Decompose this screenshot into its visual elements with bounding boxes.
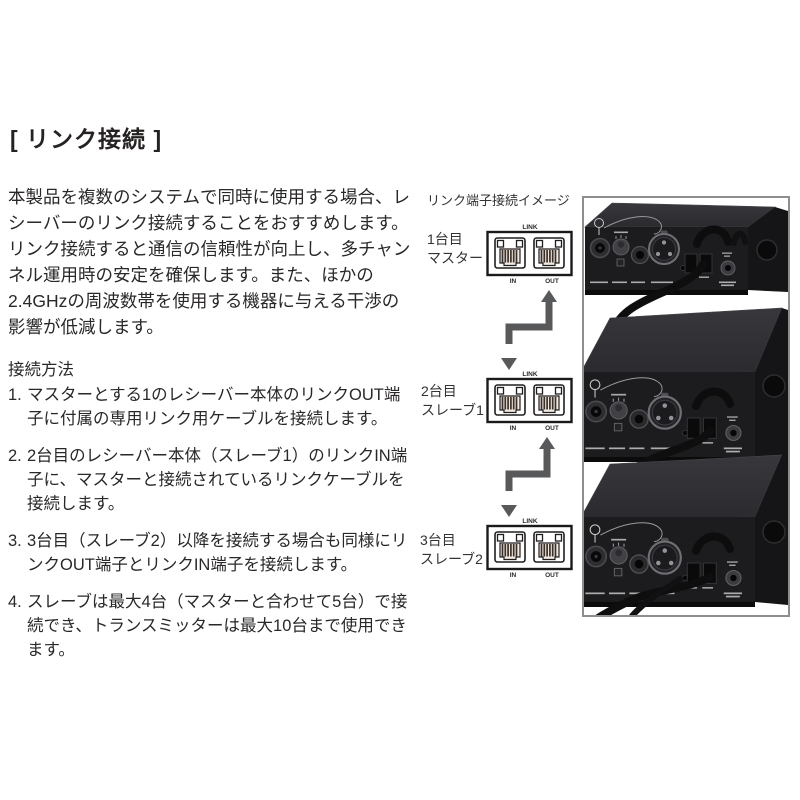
in-label: IN [510, 278, 517, 285]
out-label: OUT [545, 572, 559, 579]
step-text: マスターとする1のレシーバー本体のリンクOUT端子に付属の専用リンク用ケーブルを… [27, 386, 401, 428]
page-title: [ リンク接続 ] [10, 126, 163, 152]
link-cable-3 [595, 573, 714, 615]
in-label: IN [510, 572, 517, 579]
diagram-caption: リンク端子接続イメージ [427, 193, 570, 208]
link-label: LINK [522, 518, 537, 525]
step-item: 3. 3台目（スレーブ2）以降を接続する場合も同様にリンクOUT端子とリンクIN… [8, 529, 414, 577]
method-heading: 接続方法 [8, 361, 74, 379]
step-text: 2台目のレシーバー本体（スレーブ1）のリンクIN端子に、マスターと接続されている… [27, 447, 408, 513]
receiver-unit-1 [584, 202, 788, 295]
link-port-diagram-master: LINK IN OUT [486, 224, 573, 285]
link-cable-3b [629, 576, 683, 615]
out-label: OUT [545, 425, 559, 432]
unit-label-line: 1台目 [427, 231, 463, 247]
unit-label-line: 3台目 [420, 532, 456, 548]
unit-label-slave2: 3台目 スレーブ2 [420, 531, 483, 569]
out-label: OUT [545, 278, 559, 285]
unit-label-master: 1台目 マスター [427, 230, 483, 268]
unit-label-line: スレーブ1 [421, 402, 484, 418]
in-label: IN [510, 425, 517, 432]
link-port-diagram-slave1: LINK IN OUT [486, 371, 573, 432]
unit-label-line: マスター [427, 250, 483, 266]
step-item: 4. スレーブは最大4台（マスターと合わせて5台）で接続でき、トランスミッターは… [8, 590, 414, 662]
step-number: 4. [8, 593, 22, 611]
unit-label-line: スレーブ2 [420, 551, 483, 567]
receiver-unit-2 [584, 307, 788, 462]
unit-label-line: 2台目 [421, 383, 457, 399]
link-label: LINK [522, 371, 537, 378]
method-steps: 1. マスターとする1のレシーバー本体のリンクOUT端子に付属の専用リンク用ケー… [8, 383, 414, 675]
step-item: 2. 2台目のレシーバー本体（スレーブ1）のリンクIN端子に、マスターと接続され… [8, 444, 414, 516]
step-text: スレーブは最大4台（マスターと合わせて5台）で接続でき、トランスミッターは最大1… [27, 593, 408, 659]
step-number: 3. [8, 532, 22, 550]
intro-paragraph: 本製品を複数のシステムで同時に使用する場合、レシーバーのリンク接続することをおす… [8, 187, 411, 337]
device-photo [582, 196, 790, 617]
unit-label-slave1: 2台目 スレーブ1 [421, 382, 484, 420]
link-arrow-icon [501, 290, 557, 370]
step-number: 2. [8, 447, 22, 465]
step-number: 1. [8, 386, 22, 404]
link-arrow-icon [501, 437, 555, 517]
link-label: LINK [522, 224, 537, 231]
step-text: 3台目（スレーブ2）以降を接続する場合も同様にリンクOUT端子とリンクIN端子を… [27, 532, 408, 574]
step-item: 1. マスターとする1のレシーバー本体のリンクOUT端子に付属の専用リンク用ケー… [8, 383, 414, 431]
receiver-stack-illustration [584, 202, 788, 615]
link-port-diagram-slave2: LINK IN OUT [486, 518, 573, 579]
